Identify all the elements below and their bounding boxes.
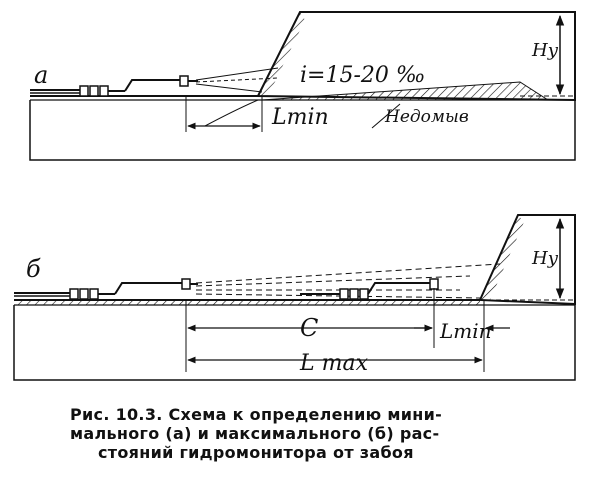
ground-hatch-b <box>14 300 480 305</box>
height-label-a: Hy <box>531 40 559 61</box>
jet-a-1 <box>195 67 279 81</box>
pipe-b-riser-2 <box>367 282 430 295</box>
pipe-joint-b-4 <box>339 288 349 300</box>
c-label: C <box>300 314 318 342</box>
lower-block-a <box>29 100 576 161</box>
pipe-joint-b-5 <box>349 288 359 300</box>
monitor-b-2 <box>429 278 439 290</box>
caption-line-3: стояний гидромонитора от забоя <box>98 443 414 462</box>
pipe-joint-a-1 <box>79 85 89 97</box>
jet-b-4 <box>195 293 481 299</box>
panel-a: а i=15-20 ‰ Hy Lmin Недомыв <box>29 11 576 161</box>
pipe-joint-a-3 <box>99 85 109 97</box>
undercut-leader-a <box>371 103 401 129</box>
panel-b-letter: б <box>26 255 41 283</box>
jet-b-2 <box>195 275 471 287</box>
monitor-b-1 <box>181 278 191 290</box>
slope-label-a: i=15-20 ‰ <box>300 63 425 88</box>
caption-line-1: Рис. 10.3. Схема к определению мини- <box>70 405 443 424</box>
lmax-label: L max <box>299 351 369 376</box>
height-label-b: Hy <box>531 248 559 269</box>
pipe-joint-b-6 <box>359 288 369 300</box>
pipe-joint-a-2 <box>89 85 99 97</box>
lmin-label-a: Lmin <box>271 105 329 130</box>
pipe-a-riser <box>124 79 180 92</box>
face-hatch-b <box>480 215 524 300</box>
pipe-joint-b-3 <box>89 288 99 300</box>
face-hatch-a <box>258 12 305 96</box>
caption-line-2: мального (а) и максимального (б) рас- <box>70 424 440 443</box>
pipe-joint-b-2 <box>79 288 89 300</box>
undercut-hatch-a <box>261 81 550 101</box>
figure-caption: Рис. 10.3. Схема к определению мини- мал… <box>70 405 610 462</box>
jet-b-1 <box>195 263 501 284</box>
lmin-curve-a <box>204 99 259 127</box>
lower-block-b <box>13 304 576 381</box>
panel-b: б Hy C Lmin L max <box>13 214 576 381</box>
lmin-label-b: Lmin <box>439 319 492 343</box>
panel-a-letter: а <box>34 61 48 89</box>
undercut-label-a: Недомыв <box>384 107 469 127</box>
jet-a-3 <box>195 83 263 93</box>
monitor-a <box>179 75 189 87</box>
pipe-b-riser <box>114 282 182 295</box>
pipe-joint-b-1 <box>69 288 79 300</box>
